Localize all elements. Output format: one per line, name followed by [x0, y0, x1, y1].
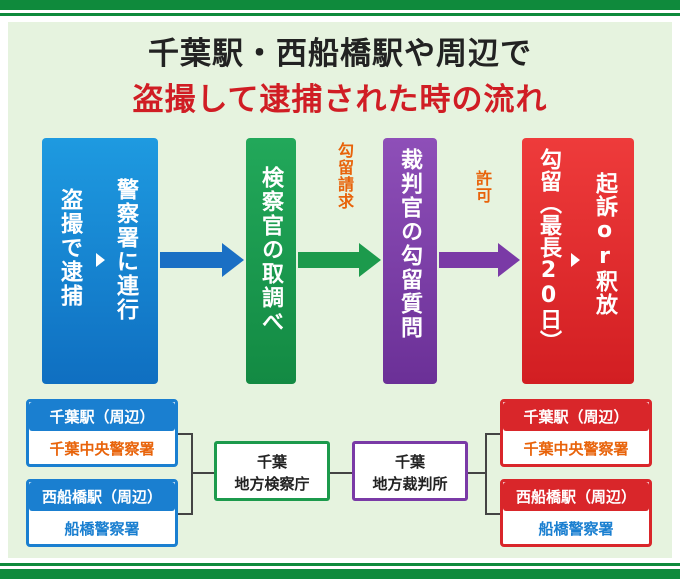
left-group-nishifunabashi-station: 西船橋駅（周辺） — [29, 482, 175, 511]
step-arrest-inner-arrow-icon — [96, 253, 105, 267]
step-judge-box — [383, 138, 437, 384]
arrow-label-detention-request: 勾留請求 — [335, 142, 354, 210]
title-line-1: 千葉駅・西船橋駅や周辺で — [148, 36, 532, 72]
step-indictment-label: 起訴or釈放 — [592, 172, 617, 316]
connector-line — [330, 472, 352, 474]
step-judge-label: 裁判官の勾留質問 — [397, 148, 422, 340]
arrow-1-icon — [160, 243, 244, 277]
title-line-2: 盗撮して逮捕された時の流れ — [132, 82, 548, 118]
top-border-thin — [0, 13, 680, 16]
connector-line — [468, 472, 486, 474]
connector-line — [485, 433, 501, 435]
right-group-chiba-police: 千葉中央警察署 — [503, 434, 649, 463]
left-group-chiba-police: 千葉中央警察署 — [29, 434, 175, 463]
step-detention-label: 勾留（最長20日） — [536, 148, 561, 352]
right-group-chiba-station: 千葉駅（周辺） — [503, 402, 649, 431]
bottom-border-thin — [0, 563, 680, 566]
court-line-1: 千葉 — [394, 453, 425, 471]
connector-line — [485, 513, 501, 515]
connector-line — [178, 433, 192, 435]
prosecutor-office-line-2: 地方検察庁 — [234, 475, 310, 493]
right-group-nishifunabashi-police: 船橋警察署 — [503, 514, 649, 543]
court-line-2: 地方裁判所 — [372, 475, 448, 493]
arrow-2-icon — [298, 243, 381, 277]
arrow-3-icon — [439, 243, 520, 277]
prosecutor-office-box: 千葉 地方検察庁 — [214, 441, 330, 501]
left-group-chiba-station: 千葉駅（周辺） — [29, 402, 175, 431]
step-prosecutor-box — [246, 138, 296, 384]
step-arrest-label: 盗撮で逮捕 — [57, 188, 82, 308]
connector-line — [191, 433, 193, 515]
left-group-nishifunabashi-police: 船橋警察署 — [29, 514, 175, 543]
right-group-nishifunabashi-station: 西船橋駅（周辺） — [503, 482, 649, 511]
prosecutor-office-line-1: 千葉 — [256, 453, 287, 471]
court-box: 千葉 地方裁判所 — [352, 441, 468, 501]
step-detention-inner-arrow-icon — [571, 253, 580, 267]
bottom-border-thick — [0, 569, 680, 579]
connector-line — [485, 433, 487, 515]
step-police-station-label: 警察署に連行 — [113, 178, 138, 322]
connector-line — [178, 513, 192, 515]
arrow-label-approval: 許可 — [473, 170, 492, 204]
top-border-thick — [0, 0, 680, 10]
step-prosecutor-label: 検察官の取調べ — [258, 166, 283, 334]
connector-line — [191, 472, 214, 474]
